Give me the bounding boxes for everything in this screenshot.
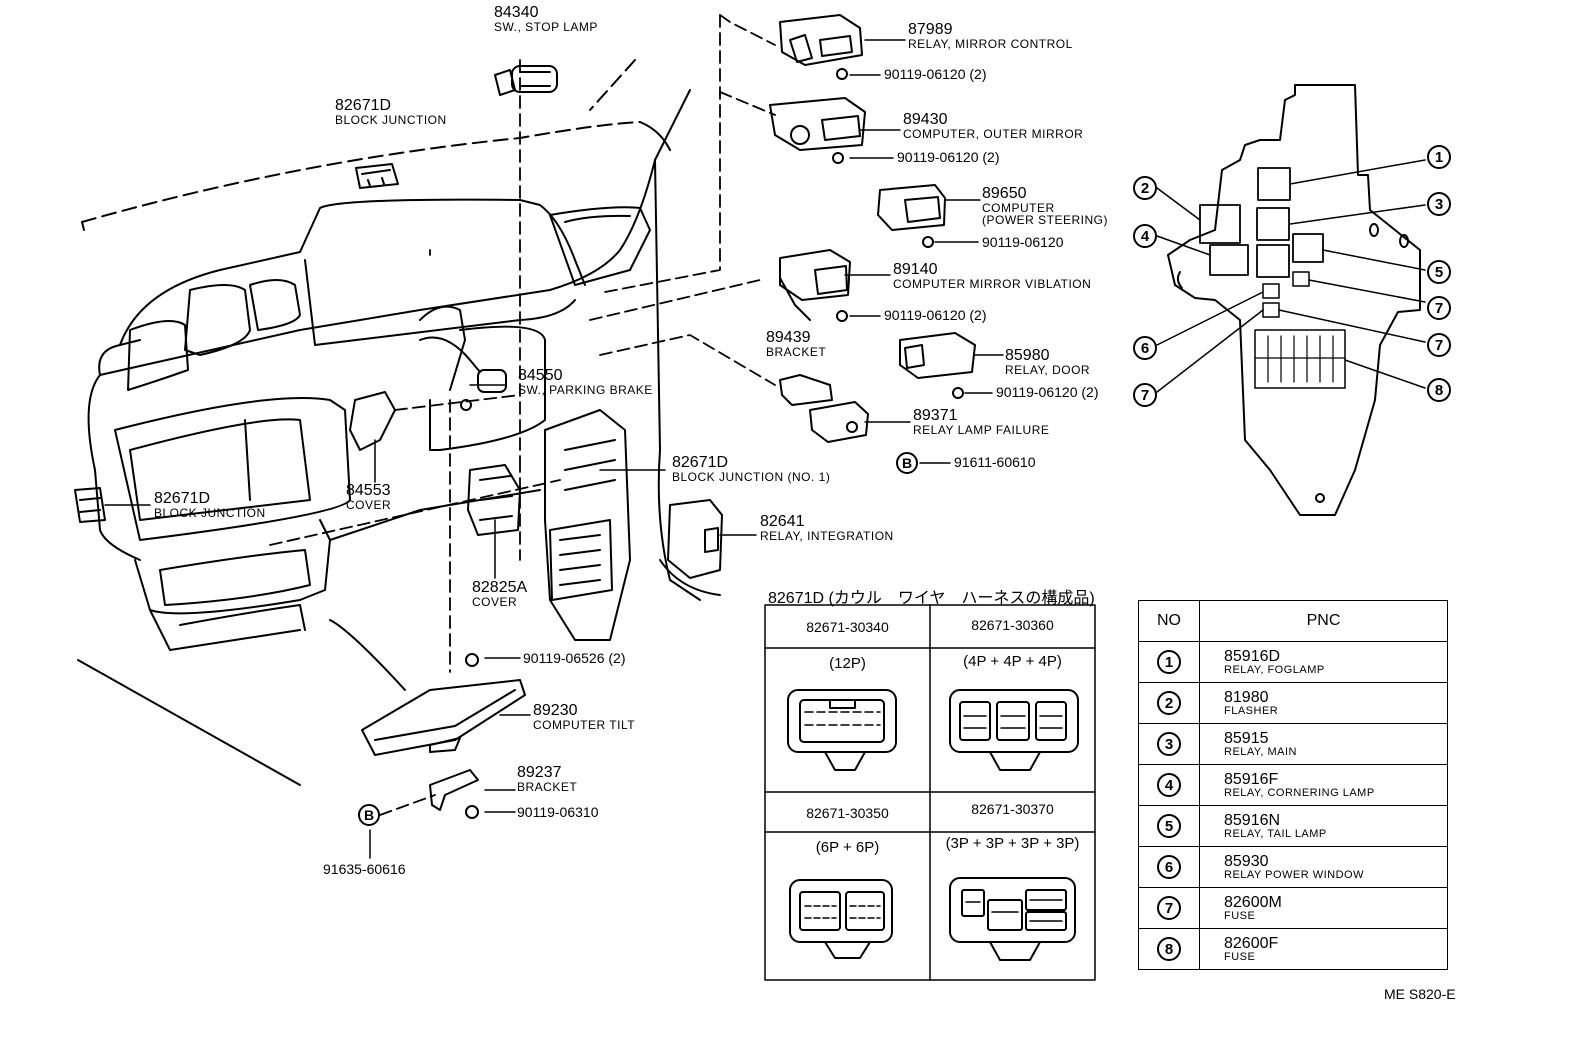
row-desc: RELAY, FOGLAMP [1224, 663, 1325, 676]
relay-callout-3: 3 [1427, 192, 1451, 216]
row-desc: FUSE [1224, 909, 1256, 922]
part-label-89430: 89430 COMPUTER, OUTER MIRROR [903, 111, 1084, 141]
relay-callout-6: 6 [1133, 336, 1157, 360]
part-label-84550: 84550 SW., PARKING BRAKE [518, 367, 653, 397]
connector-table-title: 82671D (カウル ワイヤ ハーネスの構成品) [768, 590, 1095, 607]
row-number-badge: 7 [1157, 896, 1181, 920]
relay-callout-7a: 7 [1427, 296, 1451, 320]
row-pnc: 85916N [1224, 811, 1281, 829]
connector-drawings [787, 689, 1079, 961]
relay-callout-2: 2 [1133, 176, 1157, 200]
relay-callout-7c: 7 [1133, 383, 1157, 407]
row-pnc: 85930 [1224, 852, 1269, 870]
part-label-85980: 85980 RELAY, DOOR [1005, 347, 1091, 377]
row-desc: FLASHER [1224, 704, 1279, 717]
bolt-label-9: 91635-60616 [323, 861, 406, 877]
row-pnc: 85916F [1224, 770, 1279, 788]
pnc-table-header: NO PNC [1138, 600, 1448, 642]
connector-pins-3p3p3p3p: (3P + 3P + 3P + 3P) [945, 835, 1080, 852]
part-label-89230: 89230 COMPUTER TILT [533, 702, 636, 732]
row-number-badge: 1 [1157, 650, 1181, 674]
dashboard-outline [77, 59, 721, 786]
part-label-82641: 82641 RELAY, INTEGRATION [760, 513, 894, 543]
bolt-label-6: 91611-60610 [954, 454, 1036, 470]
row-number-badge: 5 [1157, 814, 1181, 838]
row-pnc: 82600F [1224, 934, 1279, 952]
row-desc: RELAY, MAIN [1224, 745, 1297, 758]
row-desc: FUSE [1224, 950, 1256, 963]
part-label-87989: 87989 RELAY, MIRROR CONTROL [908, 21, 1073, 51]
connector-12p [787, 689, 897, 771]
connector-pnc-30370: 82671-30370 [971, 801, 1054, 817]
part-label-84340: 84340 SW., STOP LAMP [494, 4, 598, 34]
connector-pins-12p: (12P) [829, 655, 866, 672]
bolt-label-2: 90119-06120 (2) [897, 149, 1000, 165]
header-pnc: PNC [1199, 600, 1448, 642]
part-label-82671d-left: 82671D BLOCK JUNCTION [154, 490, 266, 520]
relay-callout-1: 1 [1427, 145, 1451, 169]
row-number-badge: 6 [1157, 855, 1181, 879]
row-number-badge: 4 [1157, 773, 1181, 797]
connector-3p3p3p3p [949, 877, 1076, 961]
bolt-label-3: 90119-06120 [982, 234, 1064, 250]
connector-pins-4p4p4p: (4P + 4P + 4P) [963, 653, 1062, 670]
row-desc: RELAY POWER WINDOW [1224, 868, 1364, 881]
part-label-82825a: 82825A COVER [472, 579, 528, 609]
row-pnc: 82600M [1224, 893, 1282, 911]
row-desc: RELAY, TAIL LAMP [1224, 827, 1327, 840]
bolt-label-7: 90119-06526 (2) [523, 650, 626, 666]
connector-pnc-30340: 82671-30340 [806, 619, 889, 635]
relay-callout-4: 4 [1133, 224, 1157, 248]
part-label-84553: 84553 COVER [346, 482, 392, 512]
part-label-89237: 89237 BRACKET [517, 764, 578, 794]
connector-pnc-30350: 82671-30350 [806, 805, 889, 821]
part-label-89439: 89439 BRACKET [766, 329, 827, 359]
part-label-89371: 89371 RELAY LAMP FAILURE [913, 407, 1050, 437]
part-label-82671d-no1: 82671D BLOCK JUNCTION (NO. 1) [672, 454, 831, 484]
row-desc: RELAY, CORNERING LAMP [1224, 786, 1375, 799]
connector-pins-6p6p: (6P + 6P) [815, 839, 880, 856]
component-drawings [74, 14, 976, 819]
bolt-label-1: 90119-06120 (2) [884, 66, 987, 82]
part-label-89140: 89140 COMPUTER MIRROR VIBLATION [893, 261, 1092, 291]
row-number-badge: 8 [1157, 937, 1181, 961]
row-pnc: 81980 [1224, 688, 1269, 706]
row-number-badge: 3 [1157, 732, 1181, 756]
relay-callout-5: 5 [1427, 260, 1451, 284]
bolt-label-5: 90119-06120 (2) [996, 384, 1099, 400]
diagram-code: ME S820-E [1384, 986, 1456, 1002]
callout-b-top: B [896, 452, 918, 474]
solid-leaders [104, 39, 1004, 859]
header-no: NO [1138, 600, 1200, 642]
row-number-badge: 2 [1157, 691, 1181, 715]
row-pnc: 85915 [1224, 729, 1269, 747]
relay-callout-7b: 7 [1427, 333, 1451, 357]
relay-block-drawing [1156, 84, 1426, 516]
connector-pnc-30360: 82671-30360 [971, 617, 1054, 633]
relay-callout-8: 8 [1427, 378, 1451, 402]
connector-6p6p [789, 879, 893, 959]
callout-b-bottom: B [358, 804, 380, 826]
part-label-82671d-top: 82671D BLOCK JUNCTION [335, 97, 447, 127]
row-pnc: 85916D [1224, 647, 1281, 665]
connector-4p4p4p [949, 689, 1079, 771]
connector-table-grid [764, 604, 1096, 981]
leader-lines [269, 14, 776, 816]
bolt-label-4: 90119-06120 (2) [884, 307, 987, 323]
bolt-label-8: 90119-06310 [517, 804, 599, 820]
part-label-89650: 89650 COMPUTER (POWER STEERING) [982, 185, 1109, 227]
